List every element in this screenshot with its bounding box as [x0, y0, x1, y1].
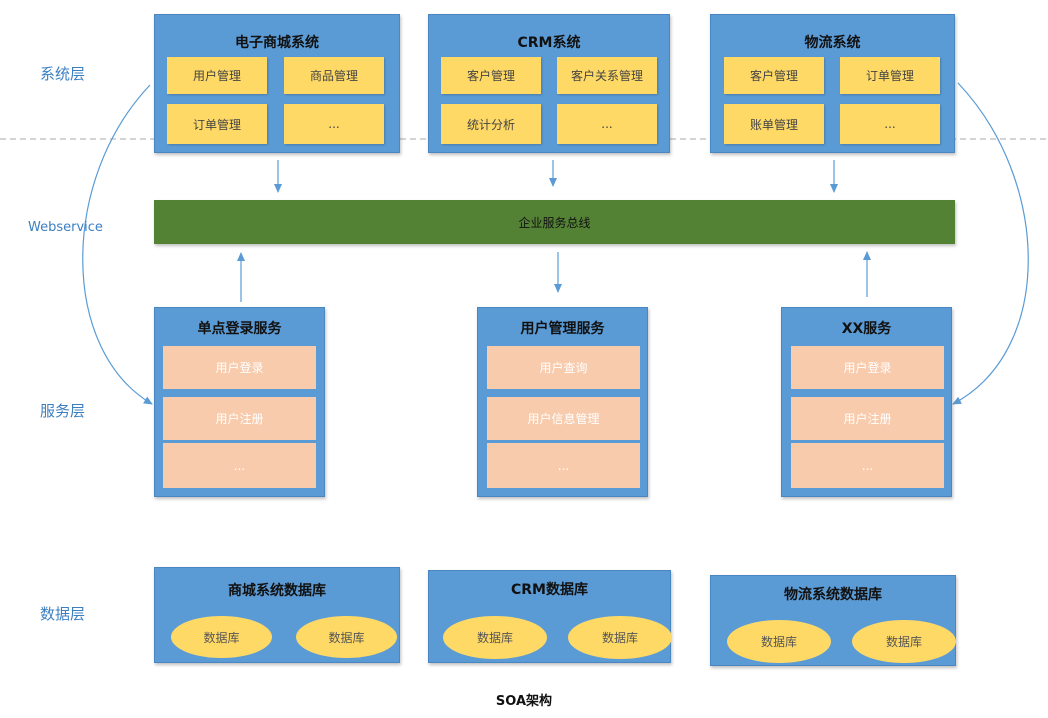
- module-box: ...: [840, 104, 940, 144]
- curve-logistics-to-xx: [952, 82, 1029, 405]
- module-box: 账单管理: [724, 104, 824, 144]
- system-box-crm: CRM系统 客户管理 客户关系管理 统计分析 ...: [428, 14, 670, 153]
- module-box: 订单管理: [167, 104, 267, 144]
- system-box-logistics: 物流系统 客户管理 订单管理 账单管理 ...: [710, 14, 955, 153]
- service-box-user-management: 用户管理服务 用户查询 用户信息管理 ...: [477, 307, 648, 497]
- service-item: 用户登录: [791, 346, 944, 389]
- service-item: 用户查询: [487, 346, 640, 389]
- database-ellipse: 数据库: [296, 616, 397, 658]
- layer-label-data: 数据层: [40, 605, 86, 623]
- service-item: ...: [487, 443, 640, 488]
- service-item: 用户注册: [163, 397, 316, 440]
- module-box: 客户管理: [441, 57, 541, 94]
- system-title: 物流系统: [804, 35, 861, 51]
- service-title: 单点登录服务: [197, 321, 282, 337]
- database-ellipse: 数据库: [171, 616, 272, 658]
- database-box-mall: 商城系统数据库 数据库 数据库: [154, 567, 400, 663]
- curve-mall-to-sso: [82, 84, 153, 405]
- database-box-crm: CRM数据库 数据库 数据库: [428, 570, 672, 663]
- database-ellipse: 数据库: [568, 616, 672, 659]
- service-box-sso: 单点登录服务 用户登录 用户注册 ...: [154, 307, 325, 497]
- layer-label-system: 系统层: [40, 65, 86, 83]
- module-box: 统计分析: [441, 104, 541, 144]
- service-item: ...: [163, 443, 316, 488]
- module-box: 客户管理: [724, 57, 824, 94]
- module-box: ...: [557, 104, 657, 144]
- service-item: 用户注册: [791, 397, 944, 440]
- database-ellipse: 数据库: [852, 620, 956, 663]
- service-item: 用户信息管理: [487, 397, 640, 440]
- system-box-mall: 电子商城系统 用户管理 商品管理 订单管理 ...: [154, 14, 400, 153]
- service-item: ...: [791, 443, 944, 488]
- service-box-xx: XX服务 用户登录 用户注册 ...: [781, 307, 952, 497]
- database-box-logistics: 物流系统数据库 数据库 数据库: [710, 575, 956, 666]
- diagram-caption: SOA架构: [495, 694, 553, 709]
- module-box: 订单管理: [840, 57, 940, 94]
- module-box: ...: [284, 104, 384, 144]
- module-box: 用户管理: [167, 57, 267, 94]
- module-box: 客户关系管理: [557, 57, 657, 94]
- layer-label-webservice: Webservice: [28, 220, 103, 235]
- enterprise-service-bus: 企业服务总线: [154, 200, 955, 244]
- database-ellipse: 数据库: [443, 616, 547, 659]
- layer-label-service: 服务层: [40, 402, 86, 420]
- service-title: 用户管理服务: [520, 321, 605, 337]
- database-title: 物流系统数据库: [784, 587, 882, 603]
- system-title: 电子商城系统: [235, 35, 319, 51]
- system-title: CRM系统: [517, 35, 581, 51]
- service-title: XX服务: [841, 321, 892, 337]
- module-box: 商品管理: [284, 57, 384, 94]
- database-title: CRM数据库: [511, 582, 588, 598]
- service-item: 用户登录: [163, 346, 316, 389]
- database-ellipse: 数据库: [727, 620, 831, 663]
- database-title: 商城系统数据库: [228, 583, 326, 599]
